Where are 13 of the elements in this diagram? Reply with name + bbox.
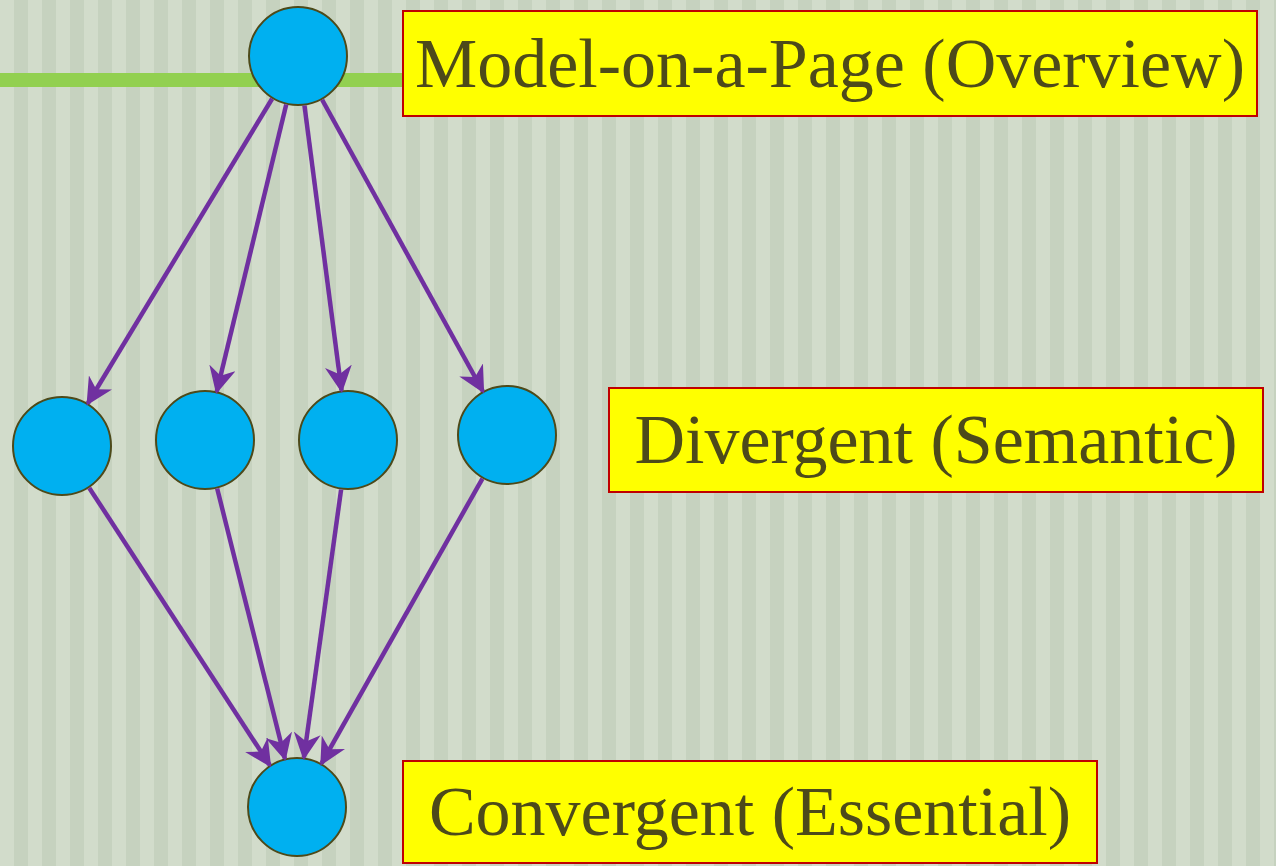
arrow — [209, 104, 289, 395]
label-box — [608, 387, 1264, 493]
label-box — [402, 10, 1258, 117]
arrow — [214, 487, 293, 762]
arrow — [320, 98, 485, 394]
arrow — [85, 97, 275, 406]
arrow — [293, 489, 344, 761]
label-box — [402, 760, 1098, 864]
arrow — [302, 105, 352, 394]
arrow — [87, 486, 272, 768]
circle-node — [457, 385, 557, 485]
circle-node — [12, 396, 112, 496]
arrow — [319, 477, 485, 766]
